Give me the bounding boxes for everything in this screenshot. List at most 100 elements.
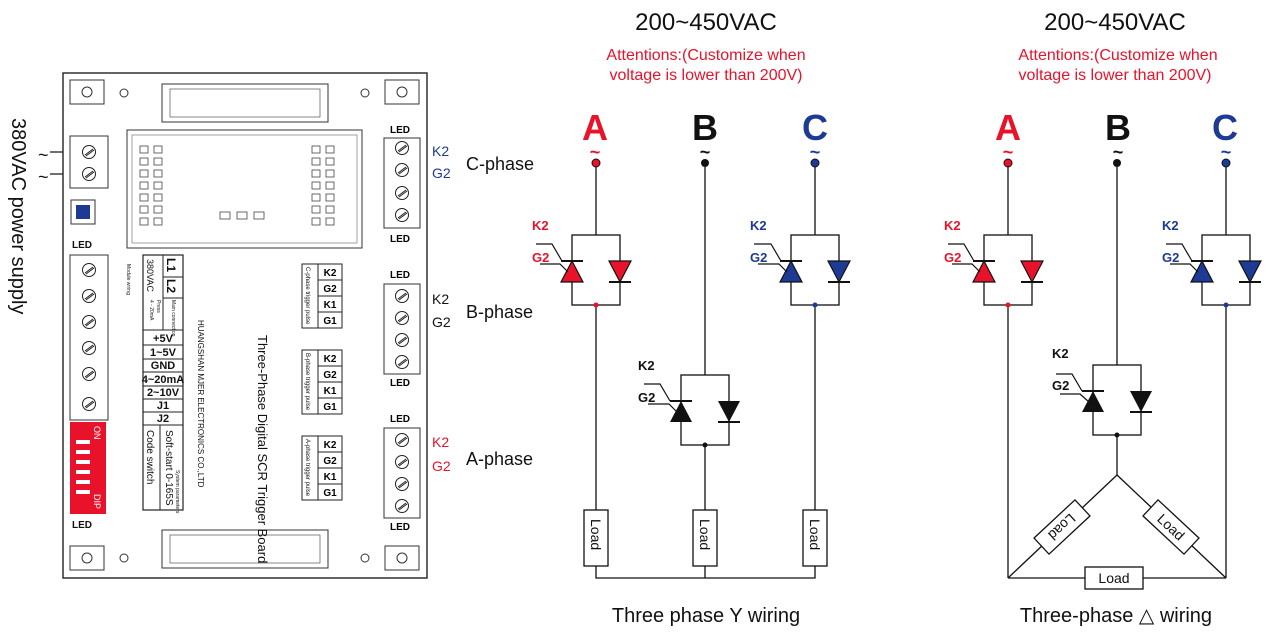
delta-phase-c: C <box>1212 107 1238 148</box>
delta-c-g2: G2 <box>1162 250 1179 265</box>
term-main-connection: Main connection <box>170 300 176 337</box>
system-parameters-label: System parameters <box>174 470 180 514</box>
trig-b-g1: G1 <box>323 402 337 413</box>
delta-phase-b: B <box>1105 107 1131 148</box>
term-380vac: 380VAC <box>145 259 155 292</box>
wye-c-k2: K2 <box>750 218 767 233</box>
output-b: K2 G2 B-phase <box>432 291 533 330</box>
trigger-c: K2 G2 K1 G1 C-phase trigger pulse <box>301 263 343 329</box>
trig-c-k2: K2 <box>324 268 337 279</box>
wye-load-c: Load <box>807 519 823 550</box>
led-label-right-1: LED <box>390 125 410 136</box>
wye-attention-1: Attentions:(Customize when <box>606 47 805 64</box>
out-a-k2: K2 <box>432 434 449 450</box>
delta-voltage: 200~450VAC <box>1044 9 1186 36</box>
out-c-label: C-phase <box>466 154 534 174</box>
delta-attention-2: voltage is lower than 200V) <box>1019 67 1212 84</box>
led-label-left-2: LED <box>72 520 92 531</box>
trig-b-k2: K2 <box>324 354 337 365</box>
code-switch-label: Code switch <box>144 430 155 484</box>
output-a: K2 G2 A-phase <box>432 434 533 474</box>
wye-a-k2: K2 <box>532 218 549 233</box>
delta-a-g2: G2 <box>944 250 961 265</box>
wye-phase-b: B <box>692 107 718 148</box>
term-module-wiring: Module wiring <box>125 264 131 295</box>
trig-c-pulse: C-phase trigger pulse <box>304 267 310 325</box>
dip-on-label: ON <box>92 426 102 440</box>
wye-scr-a: K2 G2 <box>532 218 632 308</box>
term-2-10v: 2~10V <box>147 387 180 399</box>
wye-b-g2: G2 <box>638 390 655 405</box>
trig-b-g2: G2 <box>323 370 337 381</box>
wye-tilde-b: ~ <box>700 142 711 162</box>
delta-a-k2: K2 <box>944 218 961 233</box>
trigger-board: LED ON DIP LED 380VAC L1 L2 Press 4 - 20… <box>62 72 428 579</box>
wye-wiring: 200~450VAC Attentions:(Customize when vo… <box>532 9 851 627</box>
trigger-b: K2 G2 K1 G1 B-phase trigger pulse <box>301 349 343 415</box>
trig-c-g1: G1 <box>323 316 337 327</box>
wye-c-g2: G2 <box>750 250 767 265</box>
wye-b-k2: K2 <box>638 358 655 373</box>
out-a-g2: G2 <box>432 458 451 474</box>
trig-a-k2: K2 <box>324 440 337 451</box>
term-range: 4 - 20mA <box>148 300 154 321</box>
delta-scr-a: K2 G2 <box>944 218 1044 308</box>
wye-load-a: Load <box>588 519 604 550</box>
wye-phase-a: A <box>582 107 608 148</box>
wye-tilde-a: ~ <box>590 142 601 162</box>
term-j2: J2 <box>157 413 169 425</box>
out-b-g2: G2 <box>432 314 451 330</box>
delta-b-k2: K2 <box>1052 346 1069 361</box>
wye-voltage: 200~450VAC <box>635 9 777 36</box>
wye-scr-b: K2 G2 <box>638 358 740 448</box>
out-c-k2: K2 <box>432 143 449 159</box>
term-press: Press <box>155 300 161 313</box>
term-plus5v: +5V <box>153 333 174 345</box>
term-4-20ma: 4~20mA <box>142 374 185 386</box>
out-b-k2: K2 <box>432 291 449 307</box>
wye-load-b: Load <box>697 519 713 550</box>
supply-tilde-2: ~ <box>38 167 49 187</box>
wye-tilde-c: ~ <box>810 142 821 162</box>
wye-caption: Three phase Y wiring <box>612 605 800 627</box>
board-title: Three-Phase Digital SCR Trigger Board <box>255 335 270 563</box>
power-supply: 380VAC power supply ~ ~ <box>7 118 66 314</box>
term-l1: L1 <box>164 258 178 272</box>
delta-tilde-b: ~ <box>1113 142 1124 162</box>
trig-a-pulse: A-phase trigger pulse <box>304 439 310 497</box>
trigger-a: K2 G2 K1 G1 A-phase trigger pulse <box>301 435 343 501</box>
trig-a-g1: G1 <box>323 488 337 499</box>
delta-caption: Three-phase △ wiring <box>1020 605 1212 627</box>
supply-tilde-1: ~ <box>38 145 49 165</box>
delta-wiring: 200~450VAC Attentions:(Customize when vo… <box>944 9 1262 627</box>
company-label: HUANGSHAN MJER ELECTRONICS CO.,LTD <box>196 320 205 488</box>
led-label-right-4: LED <box>390 378 410 389</box>
out-b-label: B-phase <box>466 302 533 322</box>
trig-c-k1: K1 <box>324 300 337 311</box>
delta-load-bottom: Load <box>1098 570 1129 586</box>
delta-tilde-c: ~ <box>1221 142 1232 162</box>
trig-b-pulse: B-phase trigger pulse <box>304 353 310 411</box>
delta-attention-1: Attentions:(Customize when <box>1018 47 1217 64</box>
led-label-right-2: LED <box>390 234 410 245</box>
led-label-left-1: LED <box>72 240 92 251</box>
led-label-right-5: LED <box>390 414 410 425</box>
wye-a-g2: G2 <box>532 250 549 265</box>
trig-a-k1: K1 <box>324 472 337 483</box>
wye-phase-c: C <box>802 107 828 148</box>
led-label-right-3: LED <box>390 270 410 281</box>
delta-scr-c: K2 G2 <box>1162 218 1262 308</box>
term-j1: J1 <box>157 400 169 412</box>
delta-c-k2: K2 <box>1162 218 1179 233</box>
wye-scr-c: K2 G2 <box>750 218 851 308</box>
led-label-right-6: LED <box>390 522 410 533</box>
soft-start-label: Soft-start 0-165S <box>163 430 174 506</box>
delta-tilde-a: ~ <box>1003 142 1014 162</box>
delta-scr-b: K2 G2 <box>1052 346 1152 438</box>
wye-attention-2: voltage is lower than 200V) <box>610 67 803 84</box>
delta-b-g2: G2 <box>1052 378 1069 393</box>
supply-label: 380VAC power supply <box>7 118 29 314</box>
term-l2: L2 <box>164 279 178 293</box>
trig-c-g2: G2 <box>323 284 337 295</box>
